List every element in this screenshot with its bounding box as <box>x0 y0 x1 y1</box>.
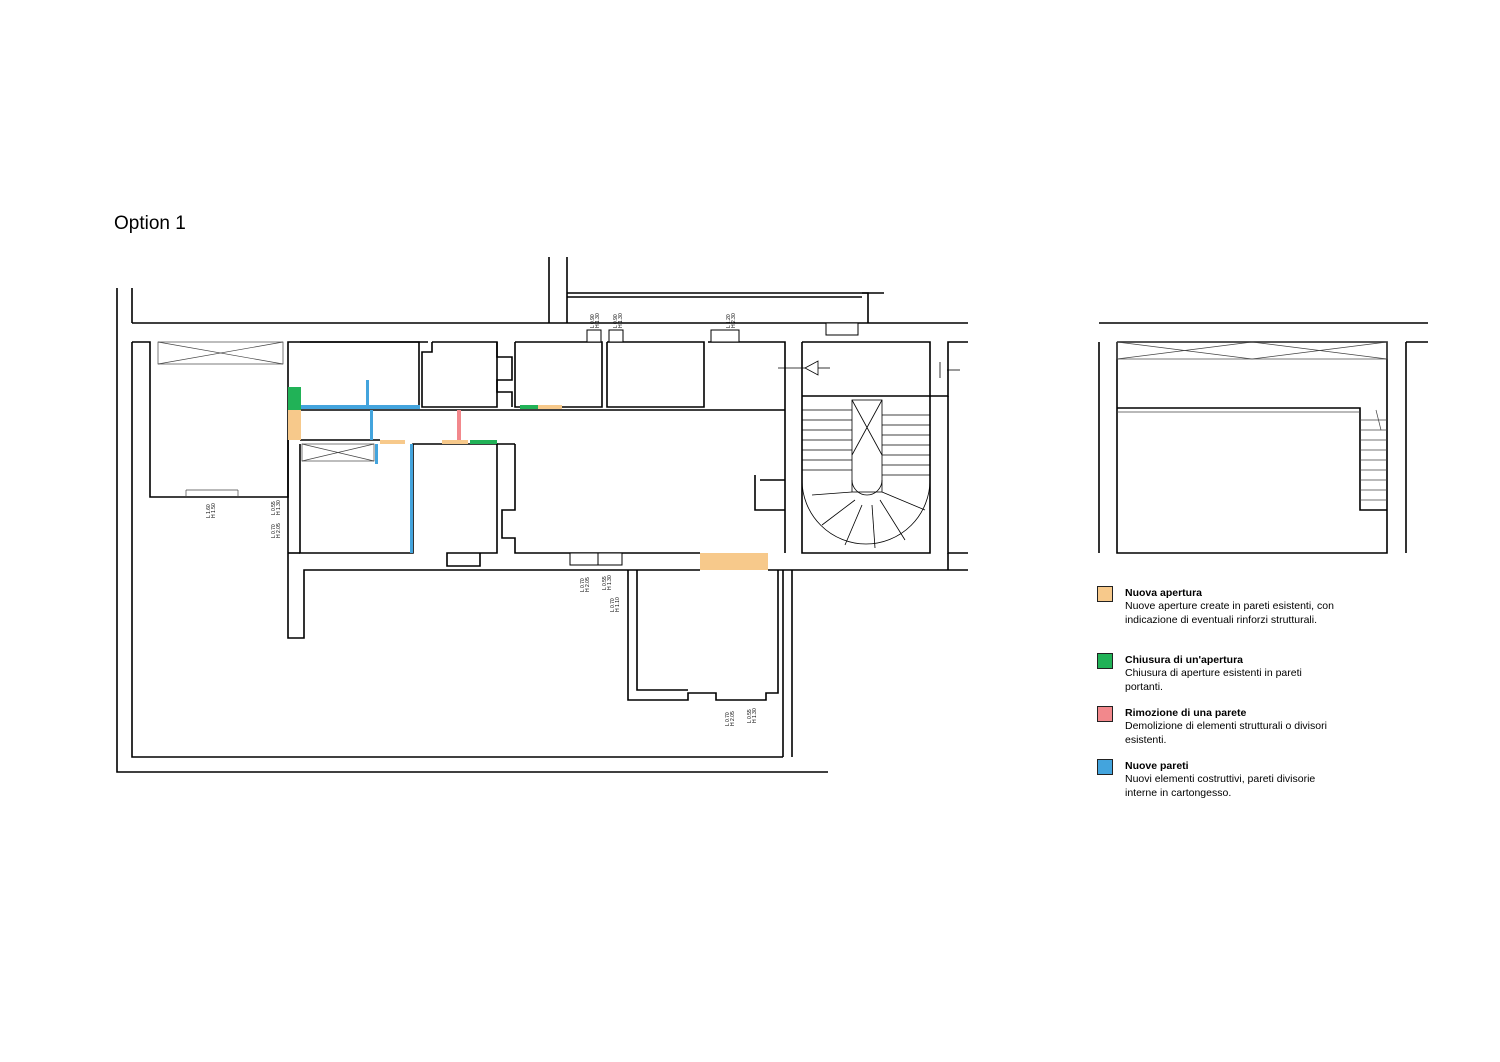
svg-text:H 2.05: H 2.05 <box>276 523 282 538</box>
legend-title: Chiusura di un'apertura <box>1125 654 1244 666</box>
svg-text:L 0.70: L 0.70 <box>725 712 731 726</box>
dim-door1-h: H 2.05 <box>276 523 282 538</box>
dim-win2-h: H 1.30 <box>276 500 282 515</box>
svg-text:L 0.70: L 0.70 <box>271 524 277 538</box>
svg-text:L 0.55: L 0.55 <box>271 501 277 515</box>
skylight-marks <box>157 341 375 497</box>
svg-text:L 0.70: L 0.70 <box>610 598 616 612</box>
highlight-new-openings <box>288 405 768 570</box>
legend-swatch <box>1097 759 1113 775</box>
svg-text:H 2.05: H 2.05 <box>730 711 736 726</box>
dim-bot2-l: L 0.55 <box>602 576 608 590</box>
svg-text:H 2.30: H 2.30 <box>731 313 737 328</box>
dim-win2-l: L 0.55 <box>271 501 277 515</box>
svg-text:L 1.60: L 1.60 <box>206 504 212 518</box>
right-section-details <box>1116 341 1388 501</box>
svg-text:L 0.70: L 0.70 <box>580 578 586 592</box>
dim-win1-h: H 1.50 <box>211 503 217 518</box>
dim-door1-l: L 0.70 <box>271 524 277 538</box>
svg-text:L 0.55: L 0.55 <box>602 576 608 590</box>
legend-swatch <box>1097 706 1113 722</box>
dim-low1-l: L 0.70 <box>725 712 731 726</box>
dim-bot1-l: L 0.70 <box>580 578 586 592</box>
dimension-labels: L 0.90 H 1.30 L 0.90 H 1.30 L 1.20 H 2.3… <box>206 313 758 726</box>
dim-side1-l: L 0.70 <box>610 598 616 612</box>
dim-top2-l: L 0.90 <box>613 314 619 328</box>
dim-win1-l: L 1.60 <box>206 504 212 518</box>
svg-text:H 2.05: H 2.05 <box>585 577 591 592</box>
dim-top3-l: L 1.20 <box>726 314 732 328</box>
dim-low2-l: L 0.55 <box>747 709 753 723</box>
dim-side1-h: H 1.10 <box>615 597 621 612</box>
legend-title: Nuova apertura <box>1125 587 1203 599</box>
svg-text:L 1.20: L 1.20 <box>726 314 732 328</box>
stair-treads <box>778 360 960 549</box>
highlight-closures <box>288 387 538 444</box>
svg-text:H 1.30: H 1.30 <box>607 575 613 590</box>
dim-low1-h: H 2.05 <box>730 711 736 726</box>
svg-text:L 0.90: L 0.90 <box>590 314 596 328</box>
dim-low2-h: H 1.30 <box>752 708 758 723</box>
svg-text:H 1.10: H 1.10 <box>615 597 621 612</box>
legend-title: Rimozione di una parete <box>1125 707 1247 719</box>
page-title: Option 1 <box>114 213 186 234</box>
legend-swatch <box>1097 653 1113 669</box>
legend-description: Nuovi elementi costruttivi, pareti divis… <box>1125 773 1316 799</box>
window-marks <box>569 322 859 566</box>
legend-swatch <box>1097 586 1113 602</box>
highlight-removed-walls <box>457 410 461 440</box>
dim-top1-h: H 1.30 <box>595 313 601 328</box>
highlight-new-walls <box>301 380 420 553</box>
svg-text:H 1.30: H 1.30 <box>618 313 624 328</box>
legend-description: Chiusura di aperture esistenti in pareti… <box>1125 667 1302 693</box>
legend-description: Nuove aperture create in pareti esistent… <box>1125 600 1334 626</box>
legend-title: Nuove pareti <box>1125 760 1189 772</box>
dim-top3-h: H 2.30 <box>731 313 737 328</box>
svg-text:H 1.30: H 1.30 <box>276 500 282 515</box>
svg-text:L 0.90: L 0.90 <box>613 314 619 328</box>
svg-text:H 1.50: H 1.50 <box>211 503 217 518</box>
dim-top1-l: L 0.90 <box>590 314 596 328</box>
svg-text:L 0.55: L 0.55 <box>747 709 753 723</box>
legend-description: Demolizione di elementi strutturali o di… <box>1125 720 1327 746</box>
dim-bot1-h: H 2.05 <box>585 577 591 592</box>
svg-text:H 1.30: H 1.30 <box>752 708 758 723</box>
svg-text:H 1.30: H 1.30 <box>595 313 601 328</box>
dim-bot2-h: H 1.30 <box>607 575 613 590</box>
dim-top2-h: H 1.30 <box>618 313 624 328</box>
